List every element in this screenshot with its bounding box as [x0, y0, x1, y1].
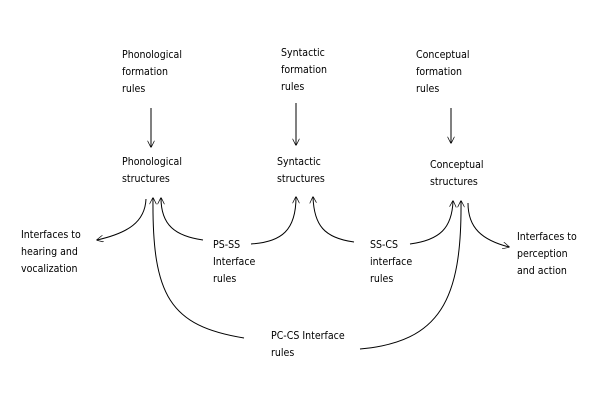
ss-cs-interface-rules: SS-CS interface rules: [370, 238, 413, 285]
arrow-psss-to-syn: [250, 197, 296, 245]
arrow-sscs-to-con: [409, 201, 453, 245]
arrow-sscs-to-syn: [313, 197, 355, 243]
arrow-pccs-to-phon: [153, 198, 245, 339]
pc-cs-interface-rules: PC-CS Interface rules: [271, 329, 345, 359]
phonological-formation-rules: Phonological formation rules: [122, 48, 182, 95]
arrow-phon-to-hearing: [97, 198, 147, 240]
arrow-psss-to-phon: [161, 198, 204, 241]
phonological-structures: Phonological structures: [122, 155, 182, 185]
conceptual-structures: Conceptual structures: [430, 158, 484, 188]
conceptual-formation-rules: Conceptual formation rules: [416, 48, 470, 95]
ps-ss-interface-rules: PS-SS Interface rules: [213, 238, 256, 285]
arrow-con-to-perception: [467, 202, 509, 247]
interfaces-to-perception-and-action: Interfaces to perception and action: [517, 230, 577, 277]
arrow-pccs-to-con: [359, 201, 461, 350]
interfaces-to-hearing-and-vocalization: Interfaces to hearing and vocalization: [21, 228, 81, 275]
syntactic-formation-rules: Syntactic formation rules: [281, 46, 327, 93]
syntactic-structures: Syntactic structures: [277, 155, 325, 185]
